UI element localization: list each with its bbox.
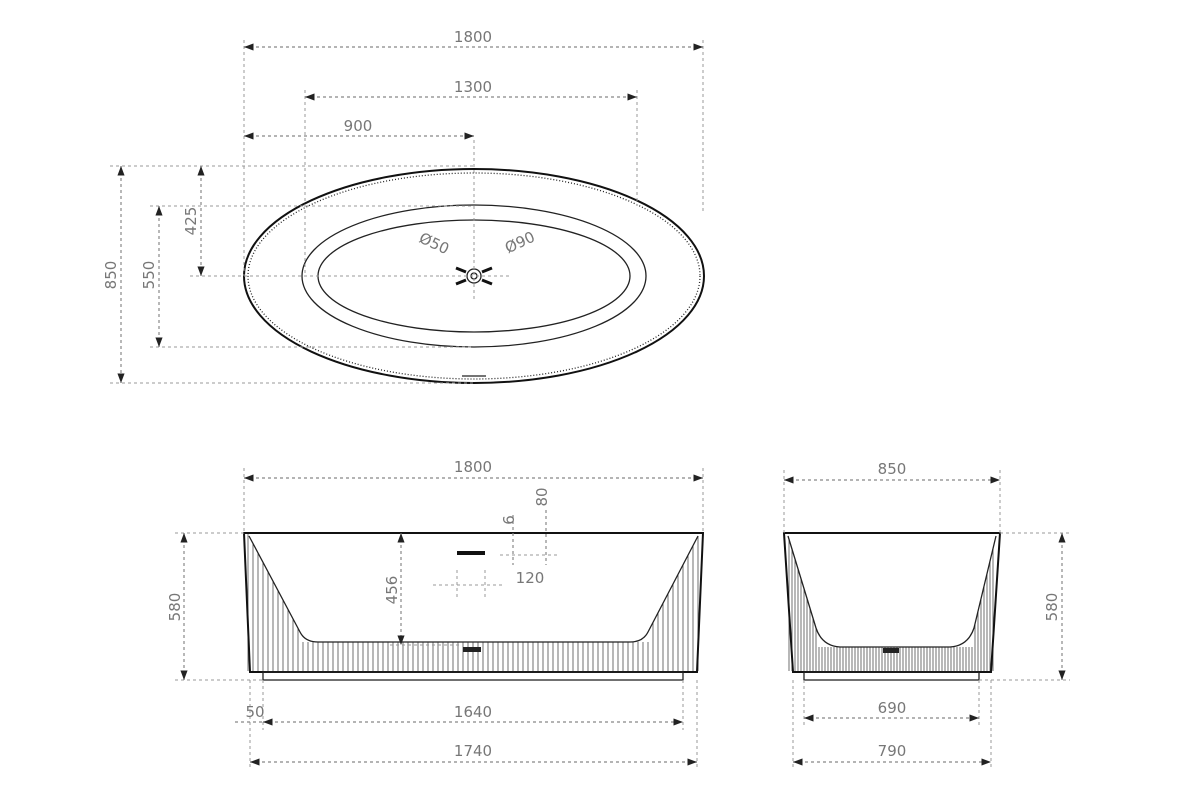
dim-side-bottom-width: 790 — [878, 742, 907, 760]
dim-front-depth: 456 — [383, 576, 401, 605]
dim-top-length: 1800 — [454, 28, 492, 46]
side-inner-profile — [787, 535, 997, 648]
dim-overflow-gap: 6 — [500, 515, 518, 525]
dim-front-length: 1800 — [454, 458, 492, 476]
dim-overflow-top: 80 — [533, 487, 551, 506]
drain-label-small: Ø50 — [416, 229, 452, 258]
side-outline — [782, 532, 1002, 673]
front-base — [262, 671, 684, 681]
dim-top-width: 850 — [102, 261, 120, 290]
dim-base-inset: 50 — [245, 703, 264, 721]
drain-label-large: Ø90 — [502, 228, 538, 257]
dim-front-height: 580 — [166, 593, 184, 622]
front-inner-profile — [248, 535, 699, 643]
dim-side-base-width: 690 — [878, 699, 907, 717]
tub-rim-texture — [247, 172, 701, 380]
tub-inner-rim — [301, 204, 647, 348]
side-view: 850 580 690 790 — [782, 460, 1070, 770]
side-drain — [883, 648, 899, 653]
dim-overflow-width: 120 — [516, 569, 545, 587]
front-outline — [242, 532, 705, 673]
side-base — [803, 671, 980, 681]
dim-base-length: 1640 — [454, 703, 492, 721]
dim-top-inner-length: 1300 — [454, 78, 492, 96]
dim-top-inner-width: 550 — [140, 261, 158, 290]
front-drain — [463, 647, 481, 652]
dim-top-drain-x: 900 — [344, 117, 373, 135]
dim-top-drain-y: 425 — [182, 207, 200, 236]
front-wall-hatching — [247, 534, 699, 671]
drain-icon — [455, 266, 493, 286]
front-view: 1800 580 456 6 80 120 50 1640 1740 — [166, 458, 705, 770]
top-view: 1800 1300 900 850 550 425 Ø50 Ø90 — [102, 28, 705, 384]
dim-bottom-length: 1740 — [454, 742, 492, 760]
dim-side-height: 580 — [1043, 593, 1061, 622]
dim-side-width: 850 — [878, 460, 907, 478]
side-wall-hatching — [788, 539, 994, 671]
overflow-slot — [457, 551, 485, 555]
